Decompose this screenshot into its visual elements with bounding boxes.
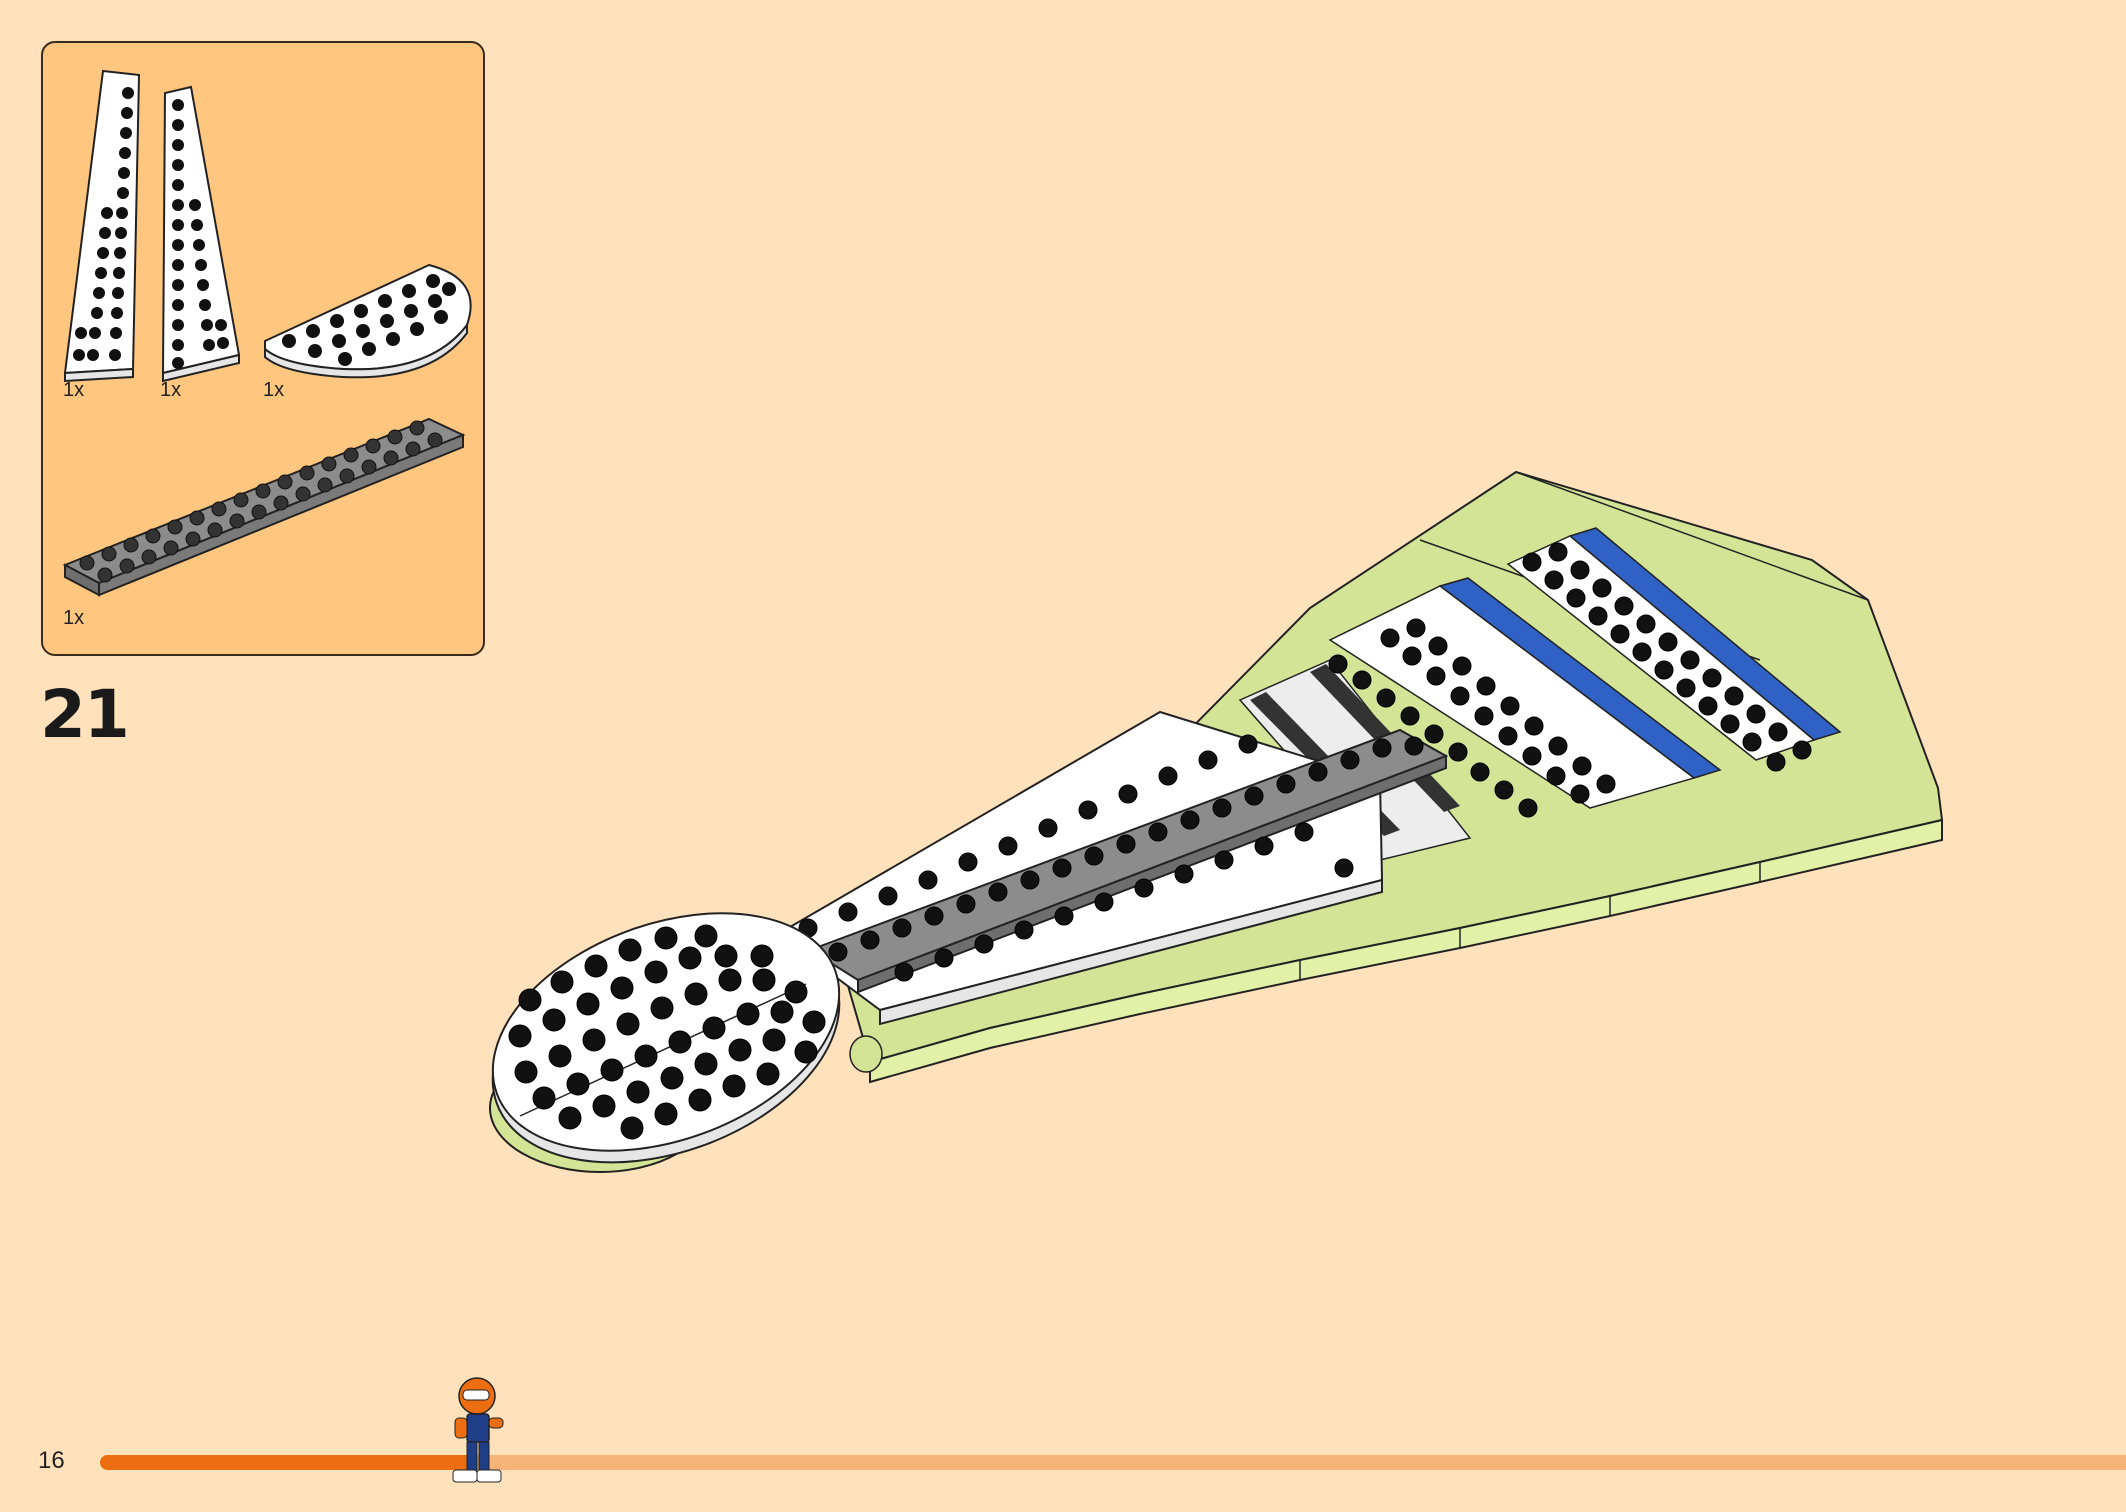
page-number: 16 [38,1447,65,1474]
wing-studs [1328,542,1812,818]
parts-callout: 1x 1x 1x 1x [41,41,485,656]
gray-long-plate-side [857,754,1447,994]
fuselage-studs [798,734,1424,982]
progress-bar [100,1455,2126,1470]
part-qty-wedge-right: 1x [160,379,182,401]
part-qty-wedge-left: 1x [63,379,85,401]
wedge-plate-left-image [63,69,141,383]
wedge-plate-right-image [161,85,241,383]
long-plate-image [62,417,466,597]
part-qty-half-round: 1x [263,379,285,401]
parts-illustration [62,69,472,597]
minifigure-icon [452,1377,504,1483]
half-round-plate-image [264,263,472,379]
progress-bar-fill [100,1455,477,1470]
round-plate-studs [508,924,826,1140]
step-number: 21 [40,676,130,753]
white-wedge-side [879,878,1383,1026]
part-qty-long-plate: 1x [63,607,85,629]
